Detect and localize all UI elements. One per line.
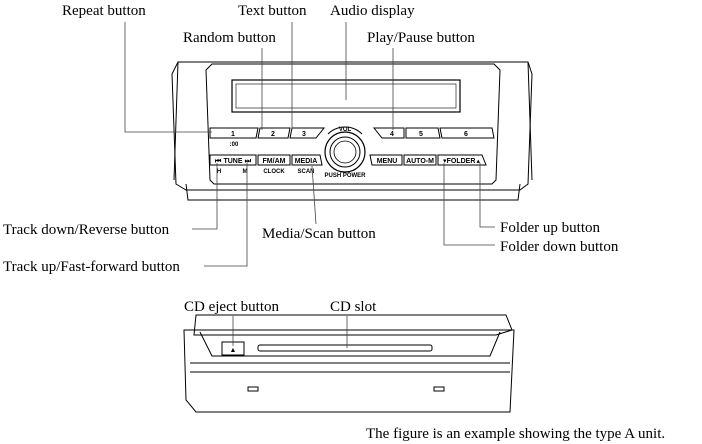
- tune-button[interactable]: ⏮ TUNE ⏭: [209, 154, 257, 166]
- push-power-label: PUSH POWER: [324, 173, 366, 179]
- tune-m-label: M: [243, 169, 248, 175]
- tune-label: TUNE: [223, 158, 242, 165]
- seek-forward-icon: ⏭: [245, 158, 252, 165]
- repeat-button-callout: Repeat button: [62, 3, 146, 19]
- track-up-callout: Track up/Fast-forward button: [3, 259, 180, 275]
- cd-unit-detail-left: [247, 386, 259, 392]
- menu-label: MENU: [377, 158, 398, 165]
- track-up-leader-line: [204, 163, 248, 267]
- preset-3-label: 3: [302, 131, 306, 138]
- preset-5-label: 5: [419, 131, 423, 138]
- preset-1-label: 1: [231, 131, 235, 138]
- scan-label: SCAN: [297, 169, 314, 175]
- clock-label: CLOCK: [263, 169, 285, 175]
- cd-eject-callout: CD eject button: [184, 299, 279, 315]
- media-label: MEDIA: [295, 158, 318, 165]
- folder-up-icon: ▴: [476, 158, 480, 165]
- random-button-callout: Random button: [183, 30, 276, 46]
- audio-unit-housing: [171, 61, 533, 201]
- preset-button-3[interactable]: 3: [289, 127, 326, 139]
- folder-up-callout: Folder up button: [500, 220, 600, 236]
- play-pause-button-callout: Play/Pause button: [367, 30, 475, 46]
- media-scan-callout: Media/Scan button: [262, 226, 376, 242]
- folder-down-leader-line: [443, 163, 495, 246]
- track-down-leader-line: [192, 163, 218, 230]
- auto-m-button[interactable]: AUTO-M: [403, 154, 437, 166]
- preset-button-6[interactable]: 6: [439, 127, 495, 139]
- preset-6-label: 6: [464, 131, 468, 138]
- preset-button-1[interactable]: 1: [209, 127, 259, 139]
- auto-m-label: AUTO-M: [406, 158, 434, 165]
- cd-slot-callout: CD slot: [330, 299, 377, 315]
- cd-unit-housing: [183, 314, 515, 413]
- media-button[interactable]: MEDIA: [291, 154, 323, 166]
- preset-4-label: 4: [390, 131, 394, 138]
- repeat-leader-line: [124, 22, 212, 133]
- folder-button[interactable]: ▾ FOLDER ▴: [437, 154, 487, 166]
- fm-am-label: FM/AM: [263, 158, 286, 165]
- text-button-callout: Text button: [238, 3, 307, 19]
- track-down-callout: Track down/Reverse button: [3, 222, 170, 238]
- vol-label: VOL: [339, 127, 352, 133]
- media-scan-leader-line: [311, 165, 317, 225]
- preset-1-sub-label: :00: [230, 142, 239, 148]
- audio-display-callout: Audio display: [330, 3, 415, 19]
- folder-down-icon: ▾: [443, 158, 447, 165]
- seek-back-icon: ⏮: [215, 158, 222, 165]
- volume-knob[interactable]: [324, 126, 366, 173]
- eject-icon: ▲: [230, 347, 237, 354]
- preset-button-5[interactable]: 5: [405, 127, 441, 139]
- folder-label: FOLDER: [447, 158, 476, 165]
- folder-up-leader-line: [479, 163, 495, 228]
- folder-down-callout: Folder down button: [500, 239, 619, 255]
- faceplate: [205, 63, 501, 185]
- tune-h-label: H: [217, 169, 221, 175]
- menu-button[interactable]: MENU: [369, 154, 403, 166]
- fm-am-button[interactable]: FM/AM: [257, 154, 291, 166]
- preset-2-label: 2: [271, 131, 275, 138]
- cd-unit-detail-right: [433, 386, 445, 392]
- figure-caption: The figure is an example showing the typ…: [366, 426, 665, 442]
- preset-button-2[interactable]: 2: [257, 127, 291, 139]
- preset-button-4[interactable]: 4: [372, 127, 405, 139]
- cd-slot[interactable]: [257, 344, 433, 352]
